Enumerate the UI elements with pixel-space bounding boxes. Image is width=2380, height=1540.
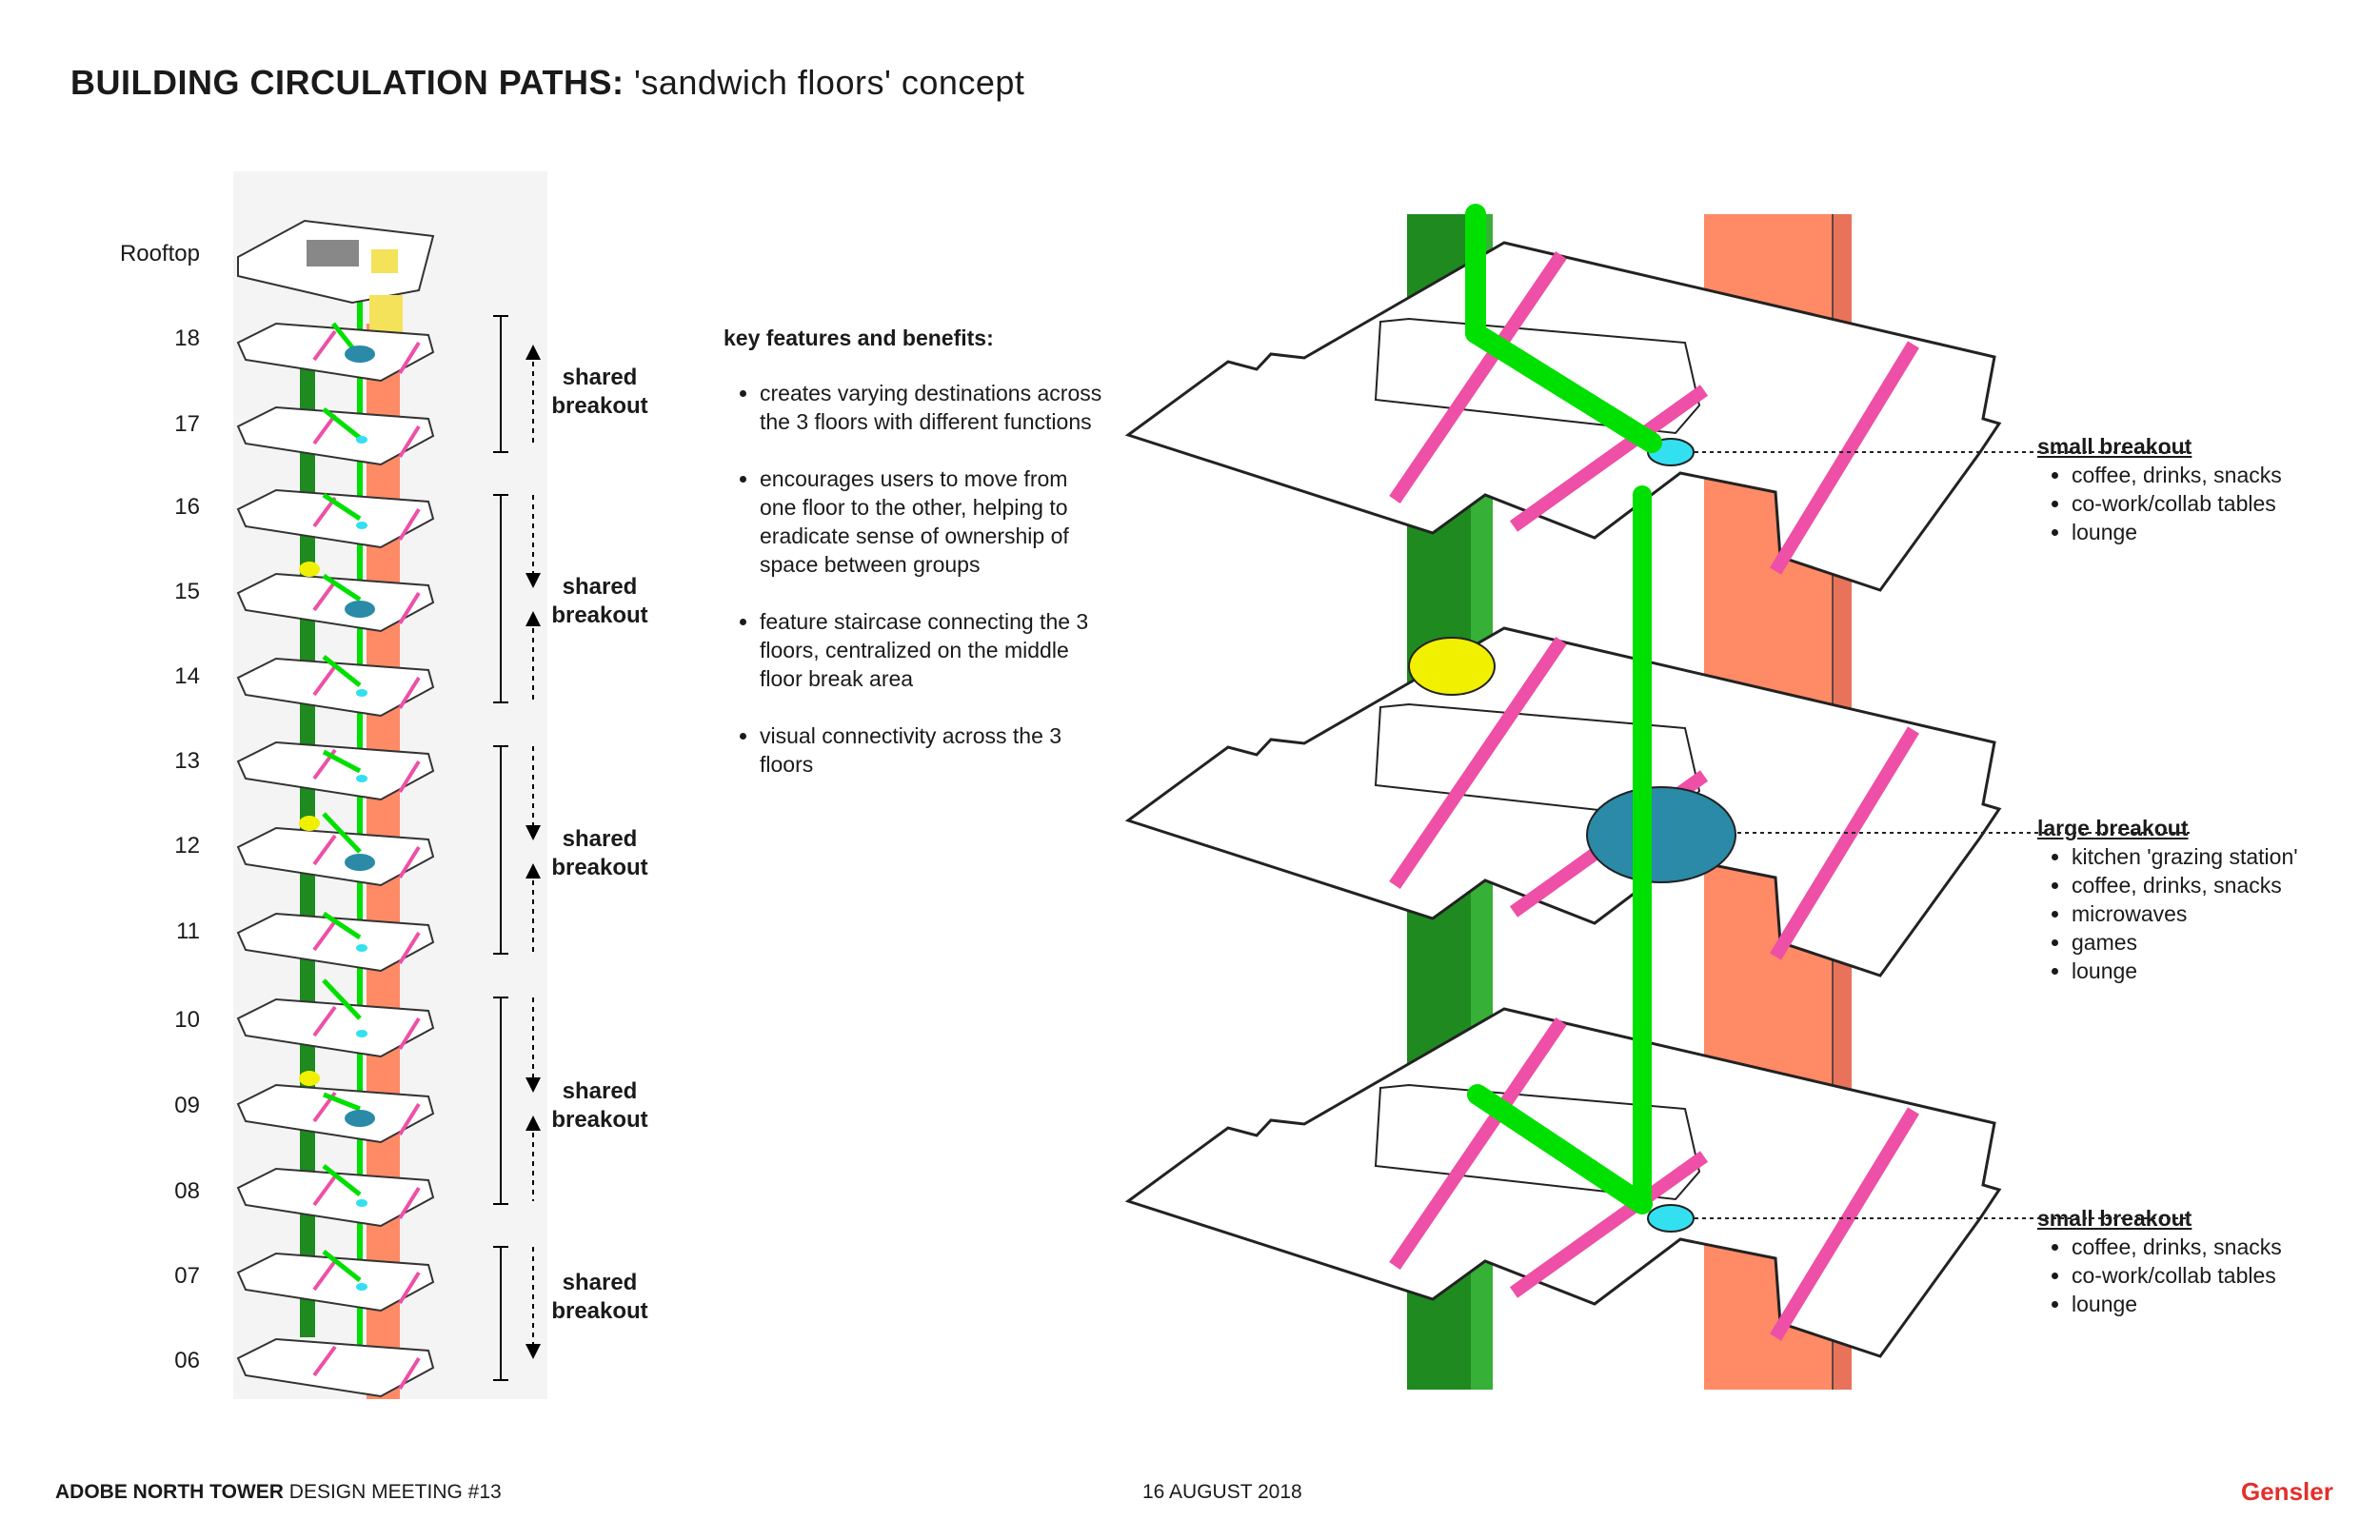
- rooftop-equipment: [307, 240, 359, 267]
- pink-strips: [312, 329, 421, 1391]
- brand-logo: Gensler: [2241, 1477, 2333, 1506]
- feature-item: encourages users to move from one floor …: [760, 464, 1104, 579]
- yellow-marker: [1408, 637, 1496, 696]
- title-bold: BUILDING CIRCULATION PATHS:: [70, 63, 625, 102]
- stacked-floors-diagram: [233, 171, 547, 1399]
- floor-label: 06: [174, 1348, 200, 1373]
- feature-item: feature staircase connecting the 3 floor…: [760, 607, 1104, 693]
- features-list: creates varying destinations across the …: [724, 379, 1104, 779]
- floor-label-rooftop: Rooftop: [119, 241, 200, 267]
- exploded-floors-diagram: [1124, 204, 2190, 1390]
- feature-item: visual connectivity across the 3 floors: [760, 721, 1104, 779]
- rooftop-yellow-box: [371, 249, 398, 273]
- features-heading: key features and benefits:: [724, 326, 994, 350]
- feature-stair: [1465, 204, 1662, 1214]
- cyan-breakouts: [356, 436, 367, 1291]
- floor-label: 07: [174, 1263, 200, 1289]
- floor-label: 17: [174, 411, 200, 437]
- group-brackets: [493, 315, 508, 1381]
- floor-label: 11: [176, 918, 200, 944]
- callout-small-breakout-top: small breakout coffee, drinks, snacksco-…: [2037, 432, 2282, 546]
- features-panel: key features and benefits: creates varyi…: [724, 324, 1104, 807]
- page-title: BUILDING CIRCULATION PATHS: 'sandwich fl…: [70, 63, 1024, 103]
- footer-date: 16 AUGUST 2018: [1142, 1481, 1302, 1503]
- small-breakout-marker-bottom: [1647, 1204, 1695, 1233]
- stair-diagonals: [322, 322, 362, 1282]
- floor-label: 08: [174, 1178, 200, 1204]
- teal-breakouts: [345, 346, 375, 1127]
- footer-project: ADOBE NORTH TOWER DESIGN MEETING #13: [55, 1481, 502, 1503]
- callout-small-breakout-bottom: small breakout coffee, drinks, snacksco-…: [2037, 1204, 2282, 1318]
- floor-label: 10: [174, 1007, 200, 1033]
- title-subtitle: 'sandwich floors' concept: [633, 63, 1025, 102]
- feature-item: creates varying destinations across the …: [760, 379, 1104, 436]
- floor-label: 09: [174, 1093, 200, 1118]
- large-breakout-marker: [1586, 786, 1736, 883]
- floor-label: 18: [174, 326, 200, 351]
- floor-label: 14: [174, 663, 200, 689]
- callout-large-breakout: large breakout kitchen 'grazing station'…: [2037, 814, 2298, 985]
- floor-bottom: [1124, 1007, 2002, 1358]
- yellow-markers: [299, 562, 320, 1086]
- floor-top: [1124, 241, 2002, 592]
- floor-label: 16: [174, 494, 200, 520]
- callout-leaders: [1695, 451, 2190, 1219]
- floor-middle: [1124, 626, 2002, 977]
- floor-label: 15: [174, 579, 200, 604]
- floor-slabs: [236, 322, 435, 1398]
- floor-label: 12: [174, 833, 200, 859]
- floor-label: 13: [174, 748, 200, 774]
